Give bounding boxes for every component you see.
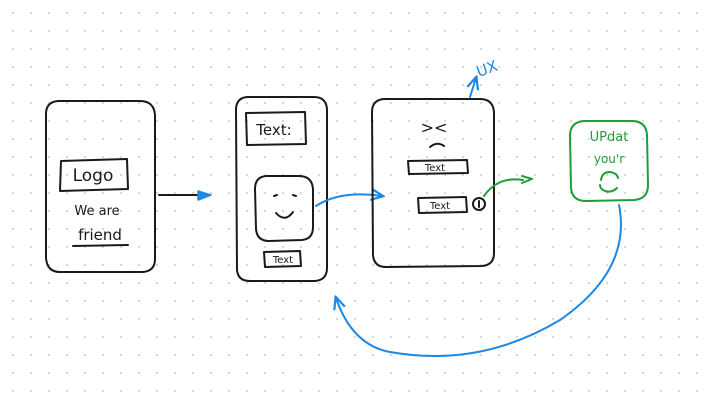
update-note: UPdat you'r	[569, 120, 649, 202]
caption-box	[263, 250, 302, 268]
avatar-smile	[275, 211, 294, 219]
tagline-underline	[72, 244, 129, 247]
details-screen: >< Text Text	[371, 98, 495, 268]
text-field-1	[407, 159, 469, 175]
details-face-mouth	[429, 142, 445, 148]
caption-label: Text	[272, 255, 293, 266]
profile-screen-frame	[235, 96, 328, 282]
ux-label: UX	[474, 57, 500, 81]
profile-screen: Text: Text	[235, 96, 328, 282]
refresh-icon	[599, 171, 619, 193]
text-field-2-label: Text	[429, 201, 450, 212]
arrow-profile-to-details	[315, 194, 382, 207]
avatar-frame	[254, 175, 314, 242]
info-icon	[472, 197, 486, 211]
title-text-box	[245, 111, 307, 146]
arrow-info-to-update	[483, 178, 524, 197]
details-face-eyes: ><	[421, 118, 448, 137]
details-screen-frame	[371, 98, 495, 268]
title-text-label: Text:	[255, 121, 291, 139]
tagline-line-2: friend	[78, 226, 122, 244]
update-note-line-2: you'r	[594, 152, 624, 166]
avatar-right-eye	[292, 194, 297, 197]
text-field-1-label: Text	[424, 163, 445, 174]
logo-box	[59, 158, 129, 192]
arrow-update-to-profile	[336, 204, 622, 357]
tagline-line-1: We are	[74, 204, 119, 219]
update-note-line-1: UPdat	[590, 130, 629, 145]
arrow-details-to-ux	[470, 78, 476, 98]
update-note-frame	[569, 120, 649, 202]
arrow-info-to-update-head	[521, 175, 533, 184]
avatar-left-eye	[273, 194, 278, 197]
splash-screen: Logo We are friend	[45, 100, 156, 273]
logo-label: Logo	[73, 166, 114, 186]
arrow-splash-to-profile-head	[197, 190, 212, 201]
text-field-2	[417, 196, 468, 214]
splash-screen-frame	[45, 100, 156, 273]
